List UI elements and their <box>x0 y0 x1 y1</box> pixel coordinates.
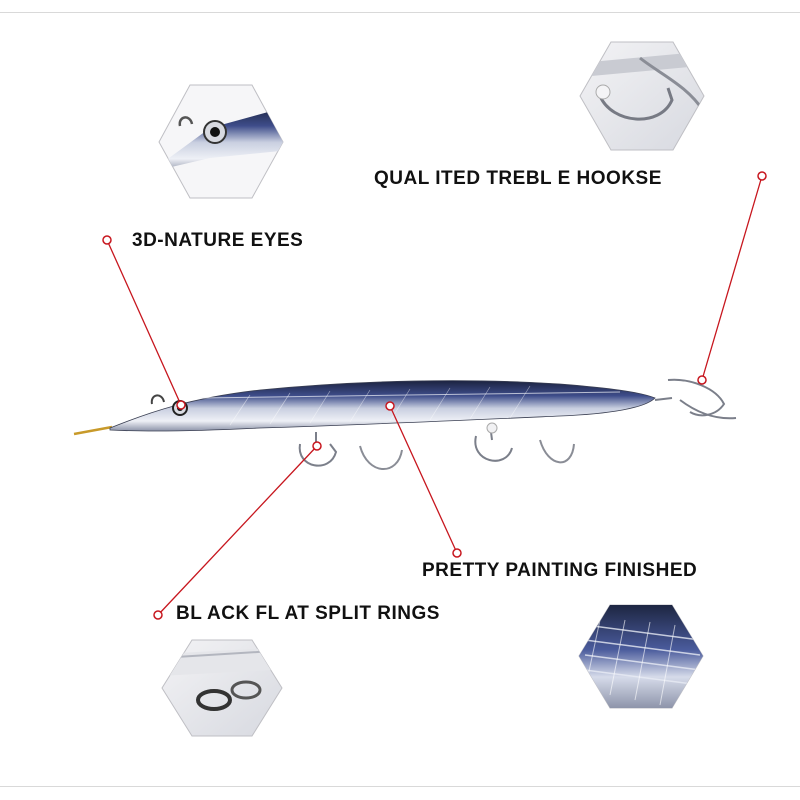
split-ring-closeup <box>161 639 283 737</box>
painting-label: PRETTY PAINTING FINISHED <box>422 560 698 581</box>
leader-lines <box>106 175 763 616</box>
hooks-label: QUAL ITED TREBL E HOOKSE <box>374 168 662 189</box>
eyes-label: 3D-NATURE EYES <box>132 230 304 251</box>
eye-closeup <box>158 84 284 199</box>
fishing-lure-icon <box>73 378 737 470</box>
paint-finish-closeup <box>578 604 704 709</box>
top-divider <box>0 12 800 13</box>
treble-hook-closeup <box>579 41 705 151</box>
split-rings-label: BL ACK FL AT SPLIT RINGS <box>176 603 440 624</box>
bottom-divider <box>0 786 800 787</box>
leader-dots <box>102 171 767 620</box>
